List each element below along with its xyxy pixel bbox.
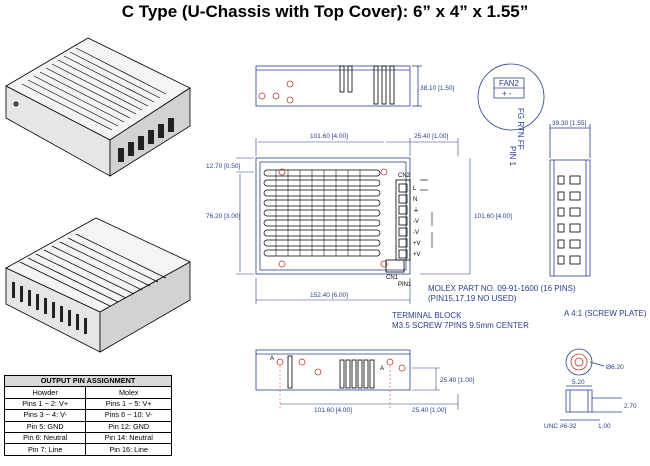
dim-bottom-length: 101.60 [4.00] [314, 407, 352, 414]
detail-a-left: A [270, 356, 274, 362]
terminal-label: L [413, 186, 417, 192]
terminal-label: -V [413, 230, 419, 236]
vent-slots [263, 169, 381, 257]
dim-bottom-width: 152.40 [6.00] [310, 292, 348, 299]
dim-top-offset: 25.40 [1.00] [414, 133, 449, 140]
scale-note: A 4:1 (SCREW PLATE) [564, 309, 647, 318]
isometric-top-view [5, 37, 191, 177]
terminal-labels: LN ⏚ -V -V +V +V [413, 186, 421, 258]
fan-pin1: PIN 1 [508, 146, 517, 167]
screw-detail [560, 348, 622, 421]
side-view-top [255, 65, 422, 107]
detail-a-right: A [380, 366, 384, 372]
bottom-view [255, 349, 459, 410]
cn2-label: CN2 [398, 173, 411, 179]
fan-polarity: + - [502, 89, 512, 98]
pin-table-caption: OUTPUT PIN ASSIGNMENT [4, 374, 172, 388]
isometric-bottom-view [5, 217, 191, 353]
dim-left-height: 76.20 [3.00] [206, 213, 241, 220]
fan-label: FAN2 [499, 79, 520, 88]
table-row: Pin 5: GND Pin 12: GND [3, 420, 172, 433]
molex-part-note: MOLEX PART NO. 09-91-1600 (16 PINS) [428, 284, 576, 293]
pin-table-header-howder: Howder [3, 386, 87, 399]
fan-connector-detail [477, 63, 545, 131]
dim-right-width: 39.30 [1.55] [552, 120, 587, 127]
dim-right-height: 101.60 [4.00] [474, 213, 512, 220]
dim-detail-t: 1.00 [598, 423, 611, 430]
dim-detail-dia: Ø6.20 [606, 364, 624, 371]
dim-detail-thread: UNC #6-32 [544, 423, 577, 430]
dim-bottom-right: 25.40 [1.00] [412, 407, 447, 414]
pin1-label: PIN1 [398, 282, 412, 288]
table-cell: Pin 7: Line [3, 443, 87, 456]
page-title: C Type (U-Chassis with Top Cover): 6” x … [121, 2, 529, 21]
fan-pins: FG RTN FF [516, 108, 525, 150]
terminal-label: ⏚ [413, 207, 419, 214]
terminal-label: -V [413, 219, 419, 225]
terminal-label: +V [413, 252, 421, 258]
dim-bottom-offset: 25.40 [1.00] [440, 377, 475, 384]
terminal-screw-note: M3.5 SCREW 7PINS 9.5mm CENTER [392, 321, 529, 330]
table-row: Pin 6: Neutral Pin 14: Neutral [3, 431, 172, 445]
table-cell: Pin 14: Neutral [85, 431, 172, 445]
table-cell: Pin 5: GND [3, 420, 87, 433]
dim-detail-w: 5.20 [572, 379, 585, 386]
dim-top-length: 101.60 [4.00] [310, 133, 348, 140]
dim-left-margin: 12.70 [0.50] [206, 163, 241, 170]
right-side-view [549, 124, 591, 277]
cn1-label: CN1 [386, 275, 399, 281]
output-pin-table: OUTPUT PIN ASSIGNMENT Howder Molex Pins … [3, 374, 172, 456]
molex-unused-note: (PIN15,17,19 NO USED) [428, 294, 517, 303]
table-row: Pin 7: Line Pin 16: Line [3, 443, 172, 456]
terminal-block-note: TERMINAL BLOCK [392, 311, 462, 320]
table-cell: Pin 12: GND [85, 420, 172, 433]
table-cell: Pin 16: Line [85, 443, 172, 456]
main-plan-view [236, 138, 471, 304]
table-cell: Pins 3 ~ 4: V- [3, 409, 87, 422]
dim-detail-h: 2.70 [624, 403, 637, 410]
table-cell: Pins 1 ~ 5: V+ [85, 397, 172, 411]
terminal-label: +V [413, 241, 421, 247]
table-cell: Pins 6 ~ 10: V- [85, 409, 172, 422]
table-row: Pins 3 ~ 4: V- Pins 6 ~ 10: V- [3, 409, 172, 422]
table-cell: Pins 1 ~ 2: V+ [3, 397, 87, 411]
table-cell: Pin 6: Neutral [3, 431, 87, 445]
dim-side-height: 38.10 [1.50] [420, 85, 455, 92]
table-row: Pins 1 ~ 2: V+ Pins 1 ~ 5: V+ [3, 397, 172, 411]
pin-table-header-molex: Molex [85, 386, 172, 399]
terminal-label: N [413, 197, 417, 203]
